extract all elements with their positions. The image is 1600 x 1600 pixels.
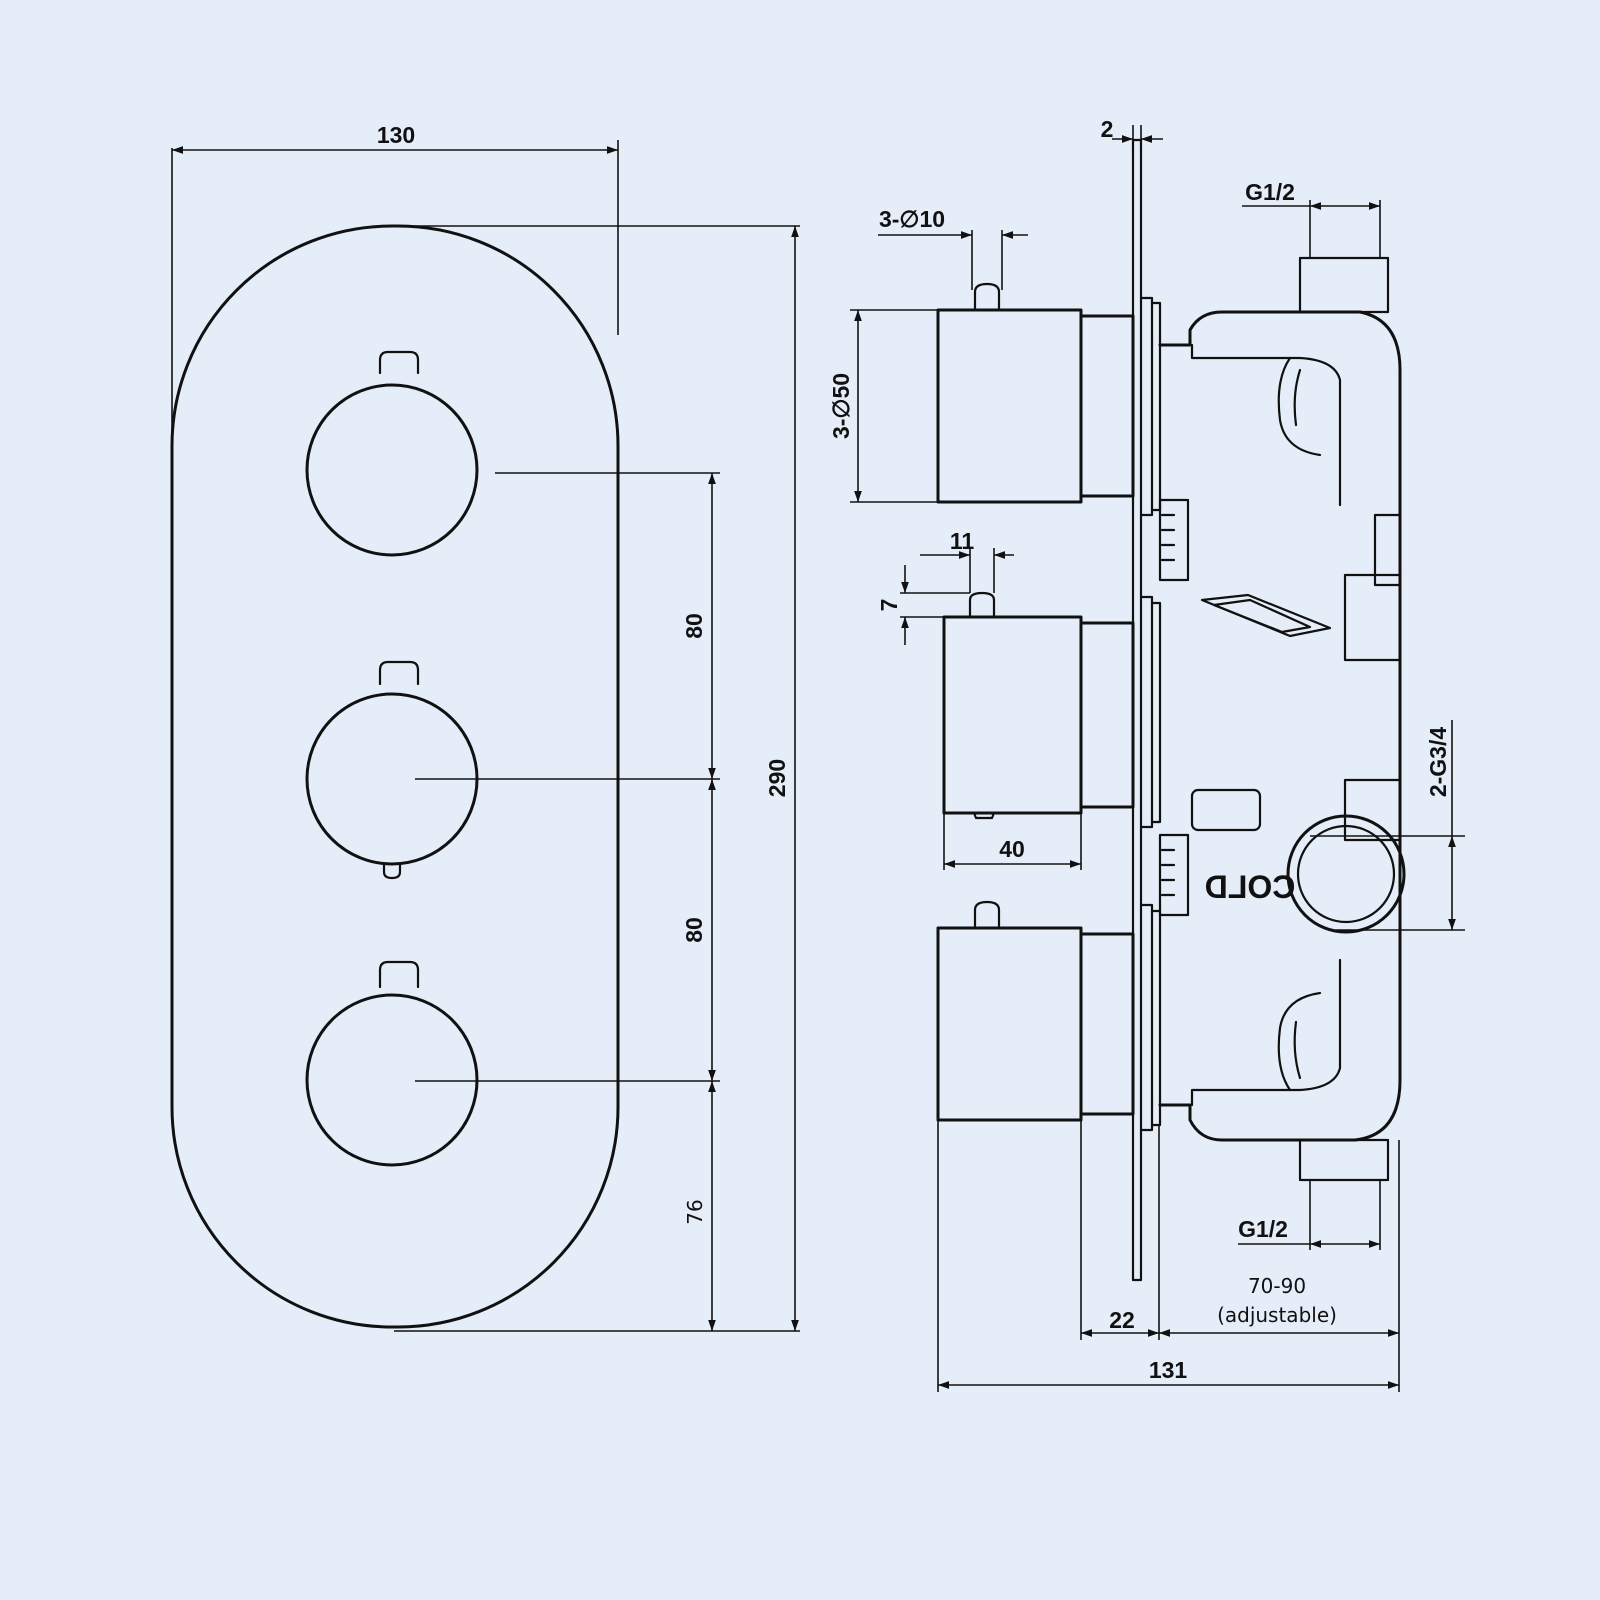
knob-top [305, 350, 479, 557]
dim-inlet-top-label: G1/2 [1245, 179, 1295, 205]
dim-pin-height-label: 7 [876, 599, 902, 612]
dim-inlet-bottom-label: G1/2 [1238, 1216, 1288, 1242]
dim-handle-length-label: 40 [999, 836, 1025, 862]
dim-adjust-range-label: 70-90 [1248, 1274, 1306, 1298]
dim-height-label: 290 [764, 759, 790, 797]
side-view: 2 [828, 116, 1465, 1392]
cover-plate [170, 224, 620, 1329]
dim-spacing-top-label: 80 [681, 613, 707, 639]
dim-width-label: 130 [377, 122, 415, 148]
knob-bottom [305, 960, 479, 1167]
handle-middle [942, 591, 1135, 820]
dim-bottom-offset-label: 76 [683, 1199, 707, 1224]
valve-body [1158, 256, 1402, 1182]
cold-label: COLD [1205, 869, 1296, 905]
outlet-port [1286, 814, 1406, 934]
dim-plate-to-body-label: 22 [1109, 1307, 1135, 1333]
dim-spacing-bottom-label: 80 [681, 917, 707, 943]
dim-spindle-diameter-label: 3-∅10 [879, 206, 945, 232]
handle-top [936, 282, 1135, 504]
dim-pin-width-label: 11 [950, 528, 975, 554]
dim-adjust-note-label: (adjustable) [1217, 1303, 1337, 1327]
knob-middle [305, 660, 479, 880]
dim-plate-thickness-label: 2 [1101, 116, 1114, 142]
flanges [1139, 296, 1162, 1132]
front-view: 130 290 80 80 76 [170, 122, 800, 1332]
dim-handle-diameter-label: 3-∅50 [828, 373, 854, 439]
dim-total-depth-label: 131 [1149, 1357, 1188, 1383]
dim-outlet-label: 2-G3/4 [1425, 727, 1451, 798]
handle-bottom [936, 900, 1135, 1122]
